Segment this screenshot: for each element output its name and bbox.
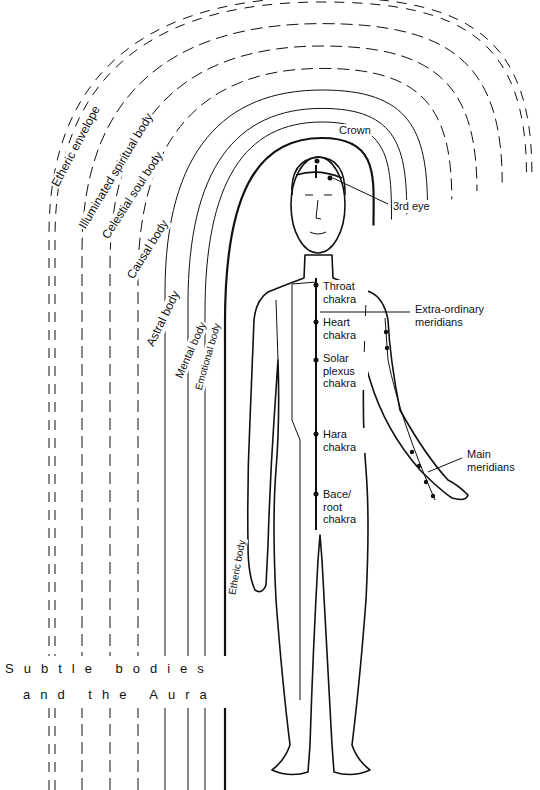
body-label: Bace/ root chakra xyxy=(322,488,366,526)
arm-point xyxy=(385,346,389,350)
head xyxy=(291,157,345,253)
body-label: Hara chakra xyxy=(322,428,366,453)
body-label: Main meridians xyxy=(466,448,538,473)
aura-layer-label: Etheric body xyxy=(226,538,247,597)
body-label: Heart chakra xyxy=(322,316,366,341)
meridians xyxy=(292,165,435,700)
hair xyxy=(292,157,345,195)
arm-point xyxy=(417,464,421,468)
aura-layer-label: Etheric envelope xyxy=(49,103,104,190)
main-meridian xyxy=(385,318,435,500)
arm-point xyxy=(384,330,388,334)
caption: Subtle bodies and the Aura xyxy=(5,656,274,708)
body-label: Crown xyxy=(338,124,372,137)
body-outline xyxy=(248,255,468,775)
arm-line xyxy=(276,300,366,360)
body-label: 3rd eye xyxy=(392,200,431,213)
crown-point xyxy=(315,159,320,164)
extraordinary-meridian xyxy=(292,282,316,700)
hara-point xyxy=(314,432,319,437)
leader-line xyxy=(333,178,388,204)
throat-point xyxy=(314,283,319,288)
root-point xyxy=(314,492,319,497)
aura-layer-label: Causal body xyxy=(124,217,172,283)
leader-line xyxy=(320,312,410,313)
central-channel xyxy=(315,165,317,530)
arm-point xyxy=(410,450,414,454)
solar-point xyxy=(314,358,319,363)
face xyxy=(305,195,332,234)
points xyxy=(314,159,436,499)
human-figure xyxy=(248,157,468,775)
heart-point xyxy=(314,320,319,325)
arm-point xyxy=(431,494,435,498)
body-label: Throat chakra xyxy=(322,280,368,305)
third-eye-point xyxy=(328,176,333,181)
body-label: Solar plexus chakra xyxy=(322,352,368,390)
aura-layer-label: Astral body xyxy=(144,288,184,350)
body-label: Extra-ordinary meridians xyxy=(414,303,531,328)
leader-line xyxy=(428,458,462,472)
arm-point xyxy=(424,480,428,484)
